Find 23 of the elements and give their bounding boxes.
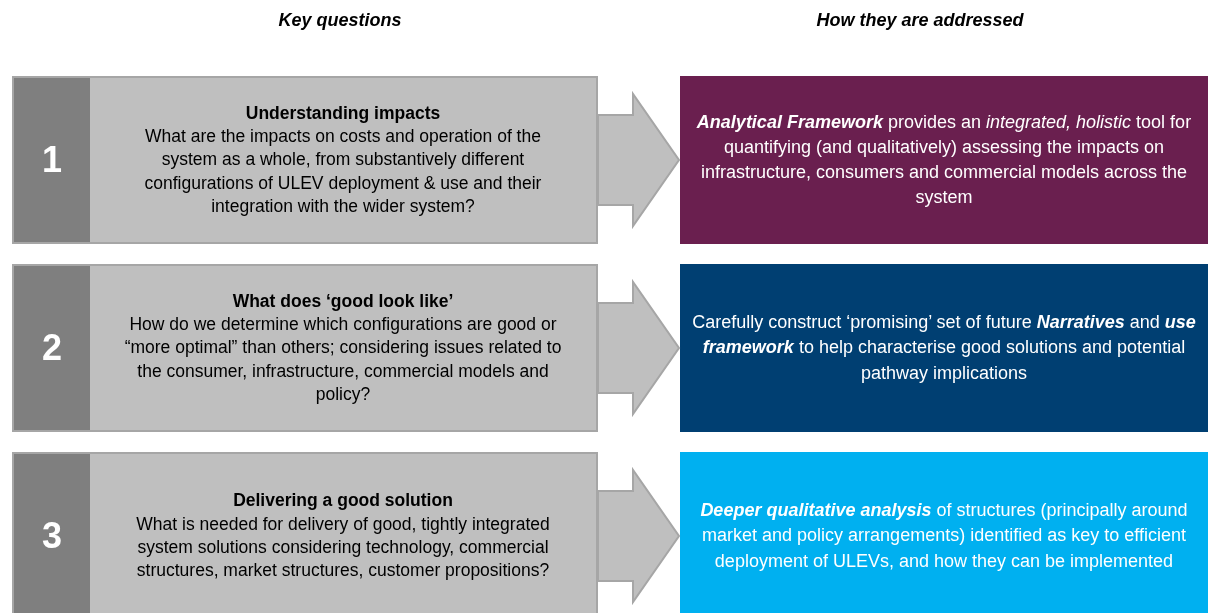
question-text: What is needed for delivery of good, tightly integrated system solutions considering technology, commercial structures, market structures, customer propositions? [135,512,551,583]
answer-text: Deeper qualitative analysis of structures (principally around market and policy arrangements) identified as key to efficient deployment of ULEVs, and how they can be implemented [699,499,1189,573]
number-box: 2 [12,264,90,432]
question-text: How do we determine which configurations are good or “more optimal” than others; considering issues related to the consumer, infrastructure, commercial models and policy? [123,313,563,406]
answer-text: Carefully construct ‘promising’ set of future Narratives and use framework to help characterise good solutions and potential pathway implications [691,311,1197,385]
block-arrow [597,90,681,230]
answer-box [680,76,1208,244]
number-box: 1 [12,76,90,244]
answer-text: Analytical Framework provides an integrated, holistic tool for quantifying (and qualitatively) assessing the impacts on infrastructure, consumers and commercial models across the system [695,110,1193,210]
answer-box [680,264,1208,432]
question-box [90,76,598,244]
block-arrow [597,466,681,606]
question-heading: What does ‘good look like’ [232,289,454,313]
column-heading: How they are addressed [815,10,1025,31]
question-box [90,452,598,613]
column-heading: Key questions [277,10,403,31]
question-heading: Delivering a good solution [233,489,453,513]
question-heading: Understanding impacts [245,101,441,125]
answer-box [680,452,1208,613]
question-text: What are the impacts on costs and operation of the system as a whole, from substantively different configurations of ULEV deployment & use and their integration with the wider system? [143,125,543,218]
number-box: 3 [12,452,90,613]
block-arrow [597,278,681,418]
question-box [90,264,598,432]
